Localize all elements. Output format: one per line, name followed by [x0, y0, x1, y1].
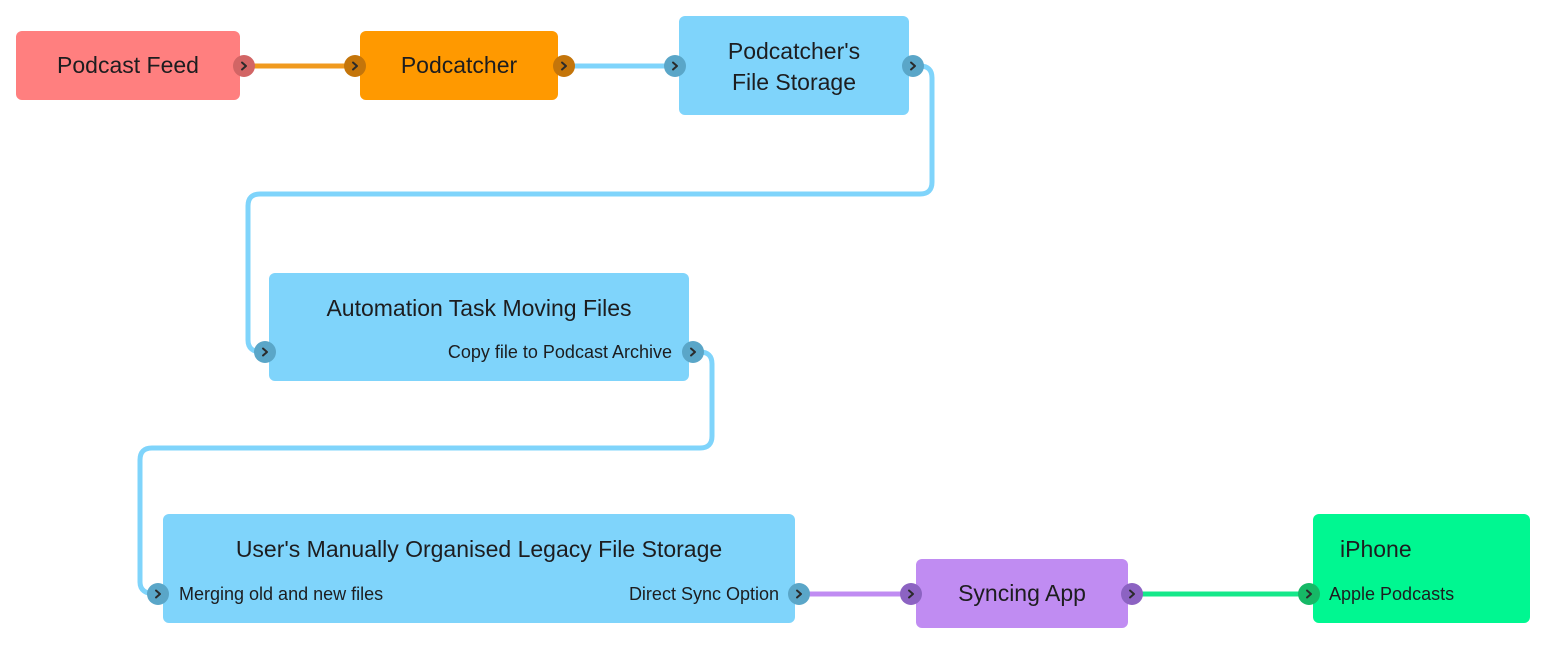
chevron-right-icon: [241, 61, 247, 71]
chevron-right-icon: [352, 61, 358, 71]
chevron-right-icon: [910, 61, 916, 71]
wire-automation-to-legacy: [137, 349, 715, 597]
podcatcher-input-port[interactable]: [344, 55, 366, 77]
podcatcher-file-storage-node[interactable]: Podcatcher's File Storage: [679, 16, 909, 115]
chevron-right-icon: [262, 347, 268, 357]
legacy-storage-output-port[interactable]: [788, 583, 810, 605]
podcast-feed-node[interactable]: Podcast Feed: [16, 31, 240, 100]
chevron-right-icon: [908, 589, 914, 599]
legacy-file-storage-node[interactable]: User's Manually Organised Legacy File St…: [163, 514, 795, 623]
podcatcher-title: Podcatcher: [400, 52, 518, 78]
podcatcher-storage-title-line1: Podcatcher's: [727, 38, 861, 64]
podcast-feed-output-port[interactable]: [233, 55, 255, 77]
chevron-right-icon: [1306, 589, 1312, 599]
syncing-app-title: Syncing App: [958, 580, 1086, 606]
legacy-storage-input-label: Merging old and new files: [179, 584, 384, 604]
podcatcher-storage-title-line2: File Storage: [731, 69, 856, 95]
podcatcher-node[interactable]: Podcatcher: [360, 31, 558, 100]
automation-task-output-label: Copy file to Podcast Archive: [447, 342, 672, 362]
chevron-right-icon: [690, 347, 696, 357]
automation-task-node[interactable]: Automation Task Moving Files Copy file t…: [269, 273, 689, 381]
legacy-storage-output-label: Direct Sync Option: [628, 584, 779, 604]
chevron-right-icon: [672, 61, 678, 71]
chevron-right-icon: [561, 61, 567, 71]
automation-task-title: Automation Task Moving Files: [326, 295, 632, 321]
iphone-input-label: Apple Podcasts: [1329, 584, 1455, 604]
syncing-app-node[interactable]: Syncing App: [916, 559, 1128, 628]
automation-task-input-port[interactable]: [254, 341, 276, 363]
syncing-app-input-port[interactable]: [900, 583, 922, 605]
chevron-right-icon: [796, 589, 802, 599]
iphone-title: iPhone: [1340, 536, 1412, 562]
iphone-node[interactable]: iPhone Apple Podcasts: [1313, 514, 1530, 623]
podcatcher-storage-input-port[interactable]: [664, 55, 686, 77]
podcatcher-output-port[interactable]: [553, 55, 575, 77]
chevron-right-icon: [155, 589, 161, 599]
wire-storage-to-automation: [245, 63, 935, 355]
legacy-storage-title: User's Manually Organised Legacy File St…: [235, 536, 723, 562]
automation-task-output-port[interactable]: [682, 341, 704, 363]
podcast-feed-title: Podcast Feed: [57, 52, 199, 78]
legacy-storage-input-port[interactable]: [147, 583, 169, 605]
iphone-input-port[interactable]: [1298, 583, 1320, 605]
chevron-right-icon: [1129, 589, 1135, 599]
podcatcher-storage-output-port[interactable]: [902, 55, 924, 77]
syncing-app-output-port[interactable]: [1121, 583, 1143, 605]
